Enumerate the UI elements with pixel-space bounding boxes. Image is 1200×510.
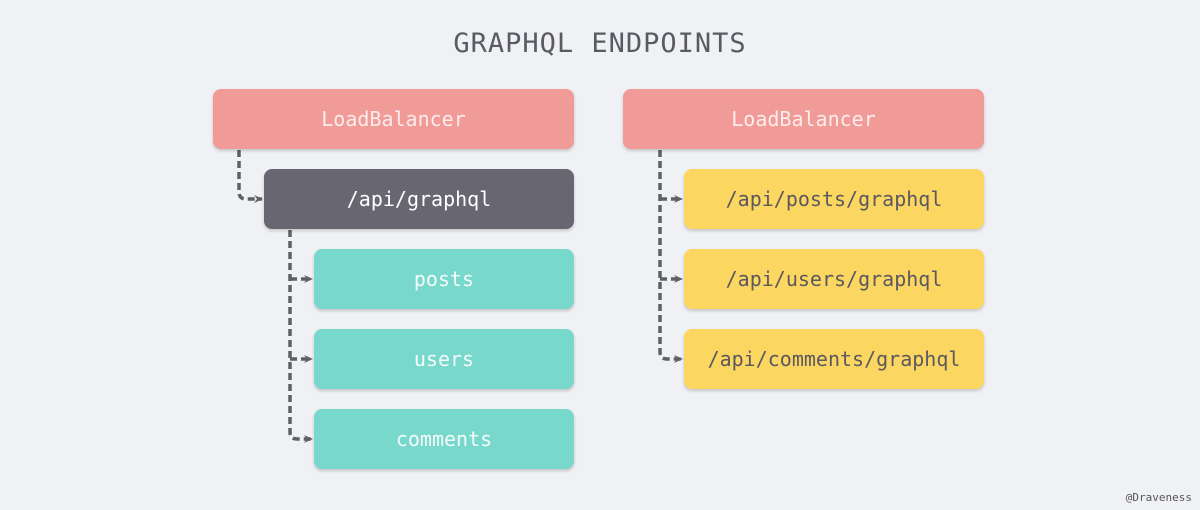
graphql-gateway-node: /api/graphql — [264, 169, 574, 229]
endpoint-node-comments: /api/comments/graphql — [684, 329, 984, 389]
service-node-comments: comments — [314, 409, 574, 469]
endpoint-node-users: /api/users/graphql — [684, 249, 984, 309]
service-node-users: users — [314, 329, 574, 389]
diagram-title: GRAPHQL ENDPOINTS — [453, 28, 747, 59]
service-node-posts: posts — [314, 249, 574, 309]
right-load-balancer-node: LoadBalancer — [623, 89, 984, 149]
watermark: @Draveness — [1125, 491, 1192, 504]
endpoint-node-posts: /api/posts/graphql — [684, 169, 984, 229]
left-load-balancer-node: LoadBalancer — [213, 89, 574, 149]
